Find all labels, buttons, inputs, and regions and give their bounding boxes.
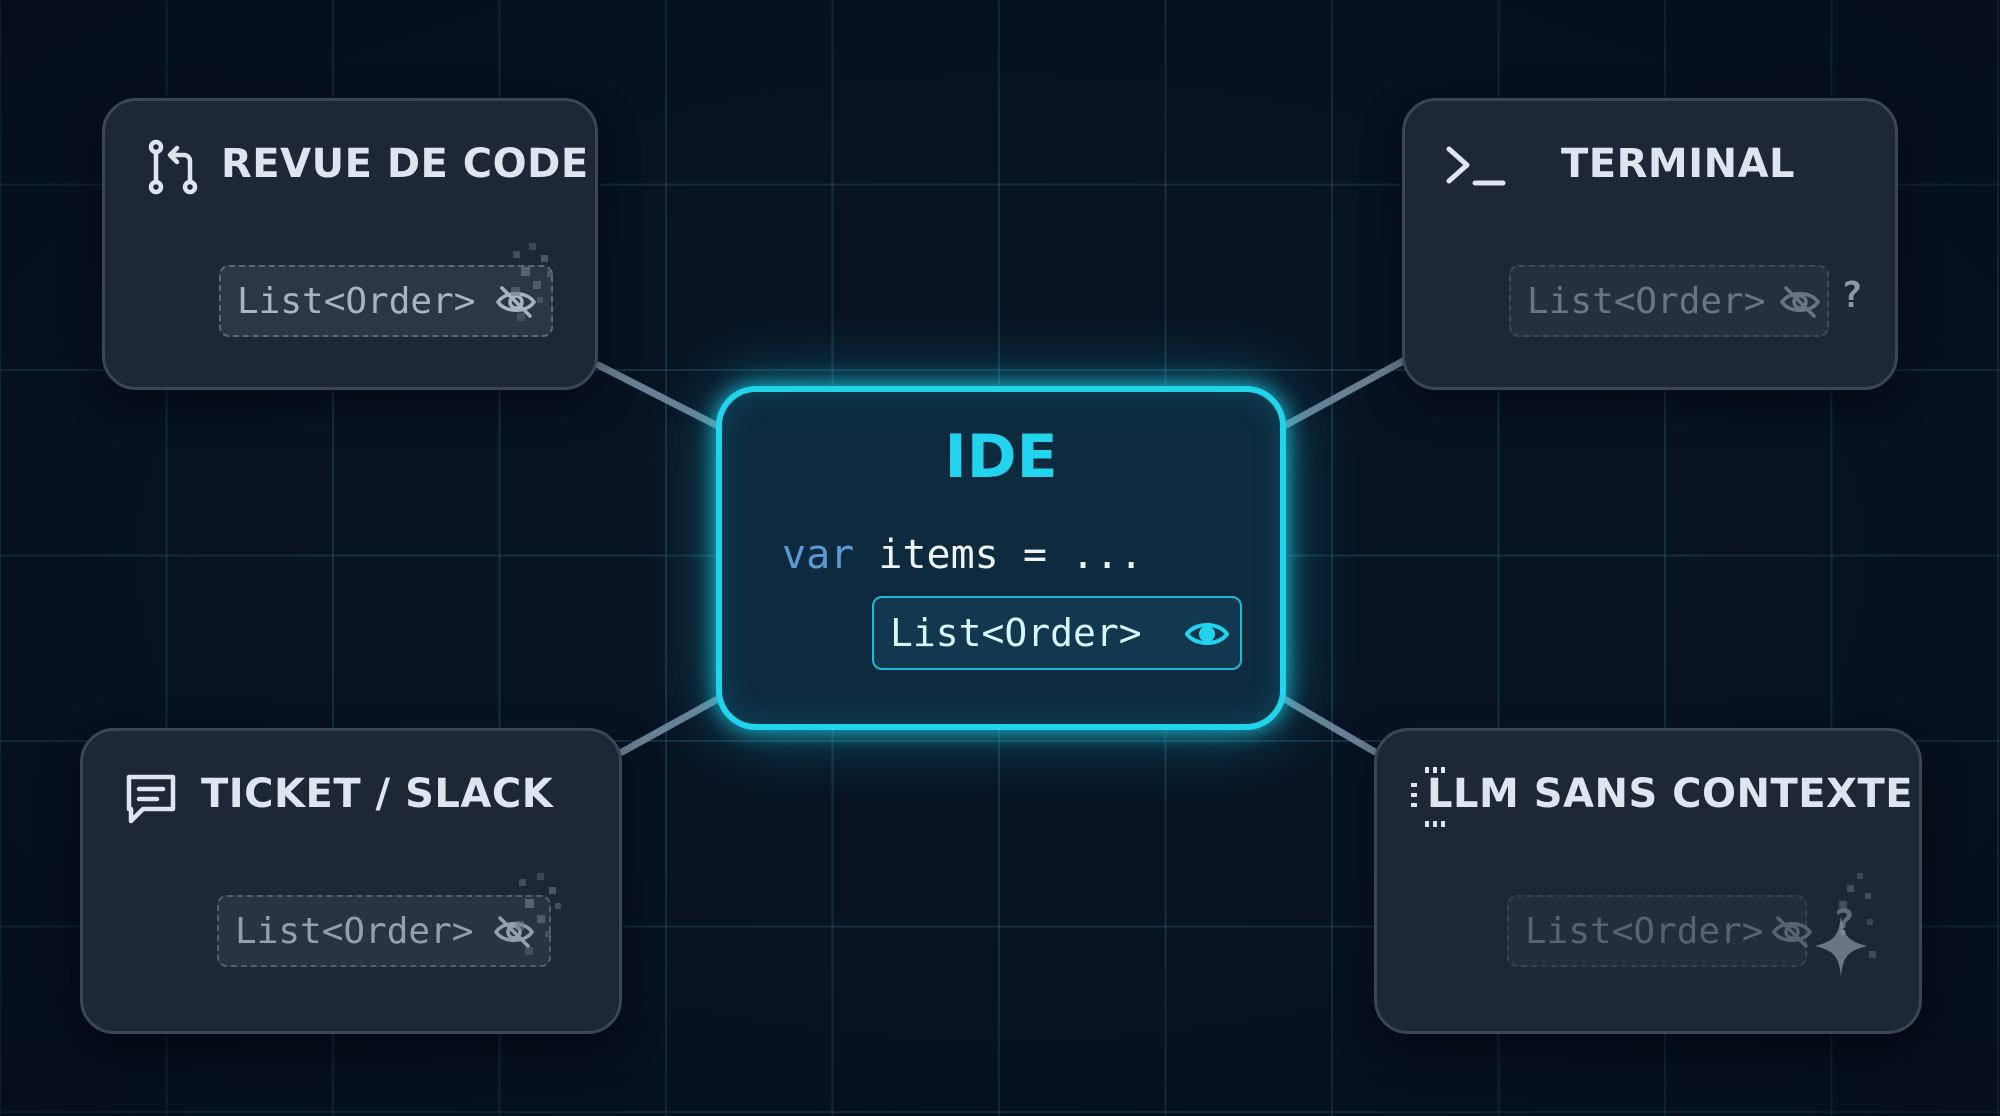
node-title: TERMINAL (1561, 141, 1796, 187)
llm-context-icon (1411, 767, 1445, 827)
eye-off-icon (1779, 286, 1821, 318)
connector-code-review (594, 361, 720, 429)
node-code-review: REVUE DE CODE List<Order> (102, 98, 598, 390)
node-title: REVUE DE CODE (221, 141, 589, 187)
sparkle-icon (1815, 915, 1867, 977)
pixel-dissolve-effect (1839, 873, 1876, 958)
type-hint-chip: List<Order> (872, 596, 1242, 670)
chip-text: List<Order> (235, 910, 474, 952)
code-keyword: var (782, 532, 855, 578)
chip-text: List<Order> (1525, 910, 1764, 952)
code-line: var items = ... (782, 532, 1143, 578)
node-ticket-slack: TICKET / SLACK List<Order> (80, 728, 622, 1034)
node-ide: IDE var items = ... List<Order> (716, 386, 1286, 730)
chip-text: List<Order> (1527, 280, 1766, 322)
chat-message-icon (126, 774, 176, 824)
node-llm-no-context: LLM SANS CONTEXTE List<Order> ? (1374, 728, 1922, 1034)
type-chip: List<Order> (1507, 895, 1813, 967)
eye-off-icon (1771, 916, 1813, 948)
terminal-prompt-icon (1446, 146, 1506, 186)
question-mark: ? (1841, 275, 1863, 316)
connector-ticket (618, 696, 720, 756)
chip-text: List<Order> (237, 280, 476, 322)
pixel-dissolve-effect (515, 873, 561, 955)
eye-icon (1184, 623, 1230, 645)
node-terminal: TERMINAL List<Order> ? (1402, 98, 1898, 390)
chip-text: List<Order> (890, 611, 1142, 655)
code-expression: items = ... (854, 532, 1144, 578)
eye-off-icon (493, 916, 535, 948)
connector-terminal (1282, 356, 1409, 429)
ide-title: IDE (944, 422, 1058, 492)
connector-llm (1282, 696, 1379, 756)
pixel-dissolve-effect (511, 243, 553, 321)
type-chip: List<Order> (219, 265, 553, 337)
git-pull-request-icon (148, 139, 198, 195)
node-title: LLM SANS CONTEXTE (1427, 771, 1914, 817)
node-title: TICKET / SLACK (201, 771, 554, 817)
type-chip: List<Order> (1509, 265, 1829, 337)
type-chip: List<Order> (217, 895, 551, 967)
